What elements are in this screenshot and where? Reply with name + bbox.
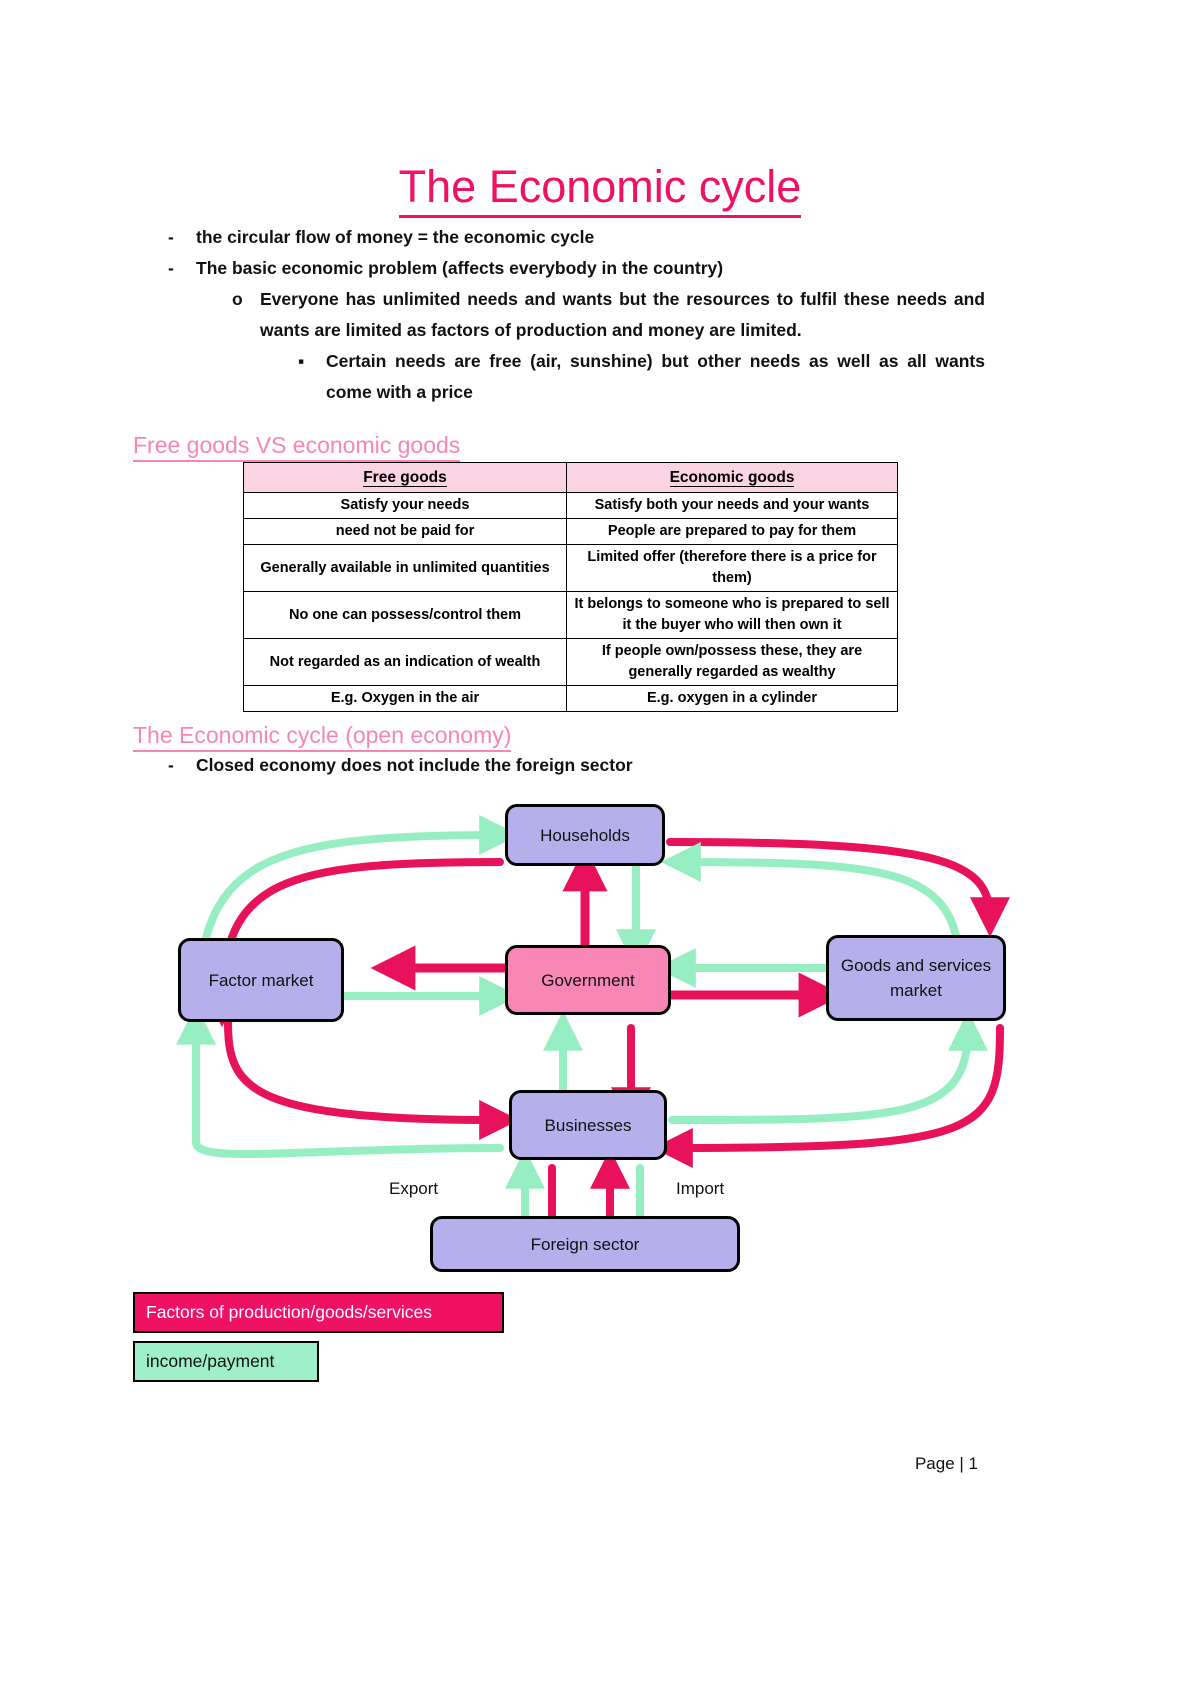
list-item: ▪ Certain needs are free (air, sunshine)… bbox=[0, 346, 1200, 408]
bullet-text: Closed economy does not include the fore… bbox=[196, 755, 633, 775]
arrow-factormarket-to-businesses-factors bbox=[224, 1018, 520, 1140]
table-cell: E.g. Oxygen in the air bbox=[243, 685, 567, 712]
table-cell: need not be paid for bbox=[243, 518, 567, 545]
table-cell: No one can possess/control them bbox=[243, 591, 567, 639]
page-title-text: The Economic cycle bbox=[398, 161, 802, 219]
arrow-businesses-to-goodsmarket-goods bbox=[668, 1010, 988, 1124]
node-label: Goods and services market bbox=[840, 956, 992, 1000]
column-header-free-goods: Free goods bbox=[243, 462, 567, 493]
legend-label: Factors of production/goods/services bbox=[146, 1302, 432, 1322]
bullet-marker: o bbox=[232, 289, 243, 309]
list-item: - Closed economy does not include the fo… bbox=[0, 750, 1200, 781]
bullet-marker: ▪ bbox=[298, 351, 305, 371]
table-cell: Satisfy your needs bbox=[243, 492, 567, 519]
bullet-text: Certain needs are free (air, sunshine) b… bbox=[326, 351, 985, 402]
node-label: Factor market bbox=[208, 970, 314, 990]
table-row: E.g. Oxygen in the air E.g. oxygen in a … bbox=[243, 685, 898, 712]
table-cell: Limited offer (therefore there is a pric… bbox=[566, 544, 898, 592]
table-row: Generally available in unlimited quantit… bbox=[243, 544, 898, 592]
diagram-node-businesses[interactable]: Businesses bbox=[509, 1090, 667, 1160]
diagram-node-foreign-sector[interactable]: Foreign sector bbox=[430, 1216, 740, 1272]
intro-bullet-list: - the circular flow of money = the econo… bbox=[0, 222, 1200, 408]
node-label: Government bbox=[541, 970, 635, 990]
list-item: o Everyone has unlimited needs and wants… bbox=[0, 284, 1200, 346]
diagram-node-goods-services-market[interactable]: Goods and services market bbox=[826, 935, 1006, 1021]
table-row: Satisfy your needs Satisfy both your nee… bbox=[243, 492, 898, 519]
table-row: No one can possess/control them It belon… bbox=[243, 591, 898, 639]
heading-economic-cycle: The Economic cycle (open economy) bbox=[133, 722, 512, 752]
heading-economic-cycle-text: The Economic cycle (open economy) bbox=[133, 722, 512, 752]
table-row: Not regarded as an indication of wealth … bbox=[243, 638, 898, 686]
arrow-businesses-to-factormarket-income-tail bbox=[192, 1138, 504, 1159]
node-label: Foreign sector bbox=[530, 1234, 640, 1254]
node-label: Businesses bbox=[544, 1115, 632, 1135]
arrow-goodsmarket-to-businesses-payment bbox=[652, 1024, 1004, 1168]
diagram-node-factor-market[interactable]: Factor market bbox=[178, 938, 344, 1022]
list-item: - The basic economic problem (affects ev… bbox=[0, 253, 1200, 284]
heading-free-goods-text: Free goods VS economic goods bbox=[133, 432, 461, 462]
table-header-row: Free goods Economic goods bbox=[243, 462, 898, 493]
table-cell: Generally available in unlimited quantit… bbox=[243, 544, 567, 592]
bullet-marker: - bbox=[168, 258, 174, 278]
bullet-text: Everyone has unlimited needs and wants b… bbox=[260, 289, 985, 340]
legend-label: income/payment bbox=[146, 1351, 275, 1371]
arrow-households-to-goodsmarket-payment bbox=[666, 838, 1010, 938]
table-row: need not be paid for People are prepared… bbox=[243, 518, 898, 545]
page-footer: Page | 1 bbox=[914, 1454, 978, 1473]
free-goods-table: Free goods Economic goods Satisfy your n… bbox=[243, 462, 898, 712]
diagram-label-import: Import bbox=[676, 1179, 725, 1198]
table-cell: If people own/possess these, they are ge… bbox=[566, 638, 898, 686]
legend-item-factors-of-production: Factors of production/goods/services bbox=[133, 1292, 504, 1333]
bullet-text: The basic economic problem (affects ever… bbox=[196, 258, 724, 278]
bullet-marker: - bbox=[168, 227, 174, 247]
legend-item-income-payment: income/payment bbox=[133, 1341, 319, 1382]
bullet-marker: - bbox=[168, 755, 174, 775]
column-header-economic-goods: Economic goods bbox=[566, 462, 898, 493]
diagram-node-households[interactable]: Households bbox=[505, 804, 665, 866]
diagram-label-export: Export bbox=[389, 1179, 439, 1198]
table-cell: E.g. oxygen in a cylinder bbox=[566, 685, 898, 712]
table-cell: Not regarded as an indication of wealth bbox=[243, 638, 567, 686]
list-item: - the circular flow of money = the econo… bbox=[0, 222, 1200, 253]
bullet-text: the circular flow of money = the economi… bbox=[196, 227, 595, 247]
node-label: Households bbox=[540, 825, 630, 845]
heading-free-goods: Free goods VS economic goods bbox=[133, 432, 461, 462]
page-title: The Economic cycle bbox=[0, 161, 1200, 219]
table-cell: Satisfy both your needs and your wants bbox=[566, 492, 898, 519]
economic-cycle-bullet-list: - Closed economy does not include the fo… bbox=[0, 750, 1200, 781]
diagram-flow-arrows bbox=[176, 815, 1010, 1260]
table-cell: It belongs to someone who is prepared to… bbox=[566, 591, 898, 639]
table-cell: People are prepared to pay for them bbox=[566, 518, 898, 545]
economic-cycle-diagram: Households Factor market Government Good… bbox=[0, 790, 1200, 1290]
diagram-node-government[interactable]: Government bbox=[505, 945, 671, 1015]
